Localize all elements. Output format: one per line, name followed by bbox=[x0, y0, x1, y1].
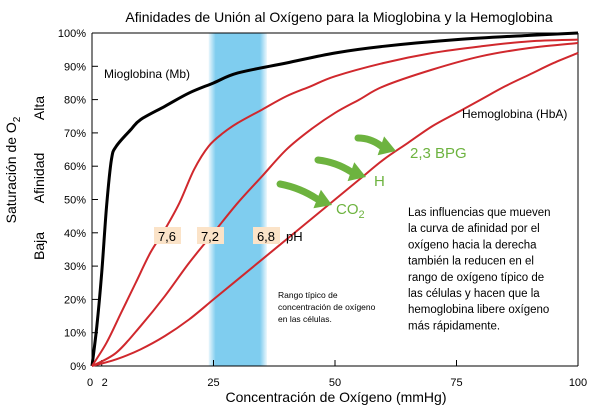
ph-box-bg bbox=[253, 227, 280, 244]
series-curve-0 bbox=[90, 31, 579, 367]
y-tick-label: 0% bbox=[70, 361, 86, 373]
co2-arrow-head bbox=[313, 189, 332, 209]
y-tick-label: 80% bbox=[64, 95, 86, 107]
bpg-arrow-head bbox=[377, 136, 396, 156]
h-arrow-head bbox=[347, 162, 366, 182]
y-tick-label: 50% bbox=[64, 195, 86, 207]
ph-box-label: 7,6 bbox=[158, 229, 176, 244]
x-tick-label: 25 bbox=[207, 377, 219, 389]
ph-box-label: 6,8 bbox=[257, 229, 275, 244]
annotation-line: también la reducen en el bbox=[408, 256, 534, 268]
x-tick-label: 0 bbox=[87, 377, 93, 389]
band-note-line: concentración de oxígeno bbox=[278, 302, 376, 312]
series-curve-2 bbox=[91, 41, 579, 367]
y-tick-label: 60% bbox=[64, 161, 86, 173]
bpg-label: 2,3 BPG bbox=[410, 145, 467, 162]
annotation-line: Las influencias que mueven bbox=[408, 207, 551, 219]
co2-label-subscript: 2 bbox=[359, 209, 365, 221]
x-tick-label: 75 bbox=[450, 377, 462, 389]
x-axis-label: Concentración de Oxígeno (mmHg) bbox=[226, 389, 447, 405]
h-arrow-shaft bbox=[314, 156, 355, 176]
y-tick-label: 40% bbox=[64, 228, 86, 240]
y-tick-label: 10% bbox=[64, 328, 86, 340]
h-label: H bbox=[374, 173, 385, 190]
affinity-low-label: Baja bbox=[31, 232, 47, 260]
chart-title: Afinidades de Unión al Oxígeno para la M… bbox=[125, 9, 552, 25]
y-tick-label: 20% bbox=[64, 294, 86, 306]
bpg-arrow-shaft bbox=[354, 134, 385, 150]
annotation-line: rango de oxígeno típico de bbox=[408, 272, 544, 284]
ph-box-label: 7,2 bbox=[201, 229, 219, 244]
annotation-line: las células y hacen que la bbox=[408, 288, 540, 300]
annotation-line: la curva de afinidad por el bbox=[408, 223, 540, 235]
y-axis-label-main: Saturación de O bbox=[3, 122, 19, 223]
x-tick-label: 50 bbox=[329, 377, 341, 389]
ph-box-bg bbox=[154, 227, 181, 244]
series-curve-3 bbox=[91, 52, 579, 367]
affinity-label: Afinidad bbox=[31, 153, 47, 204]
y-axis-label: Saturación de O2 bbox=[3, 116, 23, 223]
x-tick-label: 2 bbox=[102, 377, 108, 389]
annotation-line: más rápidamente. bbox=[408, 320, 500, 332]
ph-label: pH bbox=[286, 229, 303, 244]
oxygen-range-band bbox=[208, 33, 267, 366]
affinity-high-label: Alta bbox=[31, 96, 47, 120]
x-tick-label: 100 bbox=[569, 377, 587, 389]
series-curve-1 bbox=[91, 38, 579, 367]
annotation-line: hemoglobina libere oxígeno bbox=[408, 304, 549, 316]
y-tick-label: 30% bbox=[64, 261, 86, 273]
y-tick-label: 70% bbox=[64, 128, 86, 140]
y-tick-label: 100% bbox=[58, 28, 86, 40]
ph-box-bg bbox=[197, 227, 224, 244]
hemoglobin-label: Hemoglobina (HbA) bbox=[462, 107, 567, 121]
co2-label: CO2 bbox=[336, 201, 365, 221]
co2-arrow-shaft bbox=[276, 180, 321, 203]
y-tick-label: 90% bbox=[64, 61, 86, 73]
y-axis-label-subscript: 2 bbox=[12, 116, 23, 122]
band-note-line: Rango típico de bbox=[278, 290, 338, 300]
myoglobin-label: Mioglobina (Mb) bbox=[104, 67, 190, 81]
co2-label-main: CO bbox=[336, 201, 359, 218]
band-note-line: en las células. bbox=[278, 314, 332, 324]
annotation-line: oxígeno hacia la derecha bbox=[408, 239, 537, 251]
